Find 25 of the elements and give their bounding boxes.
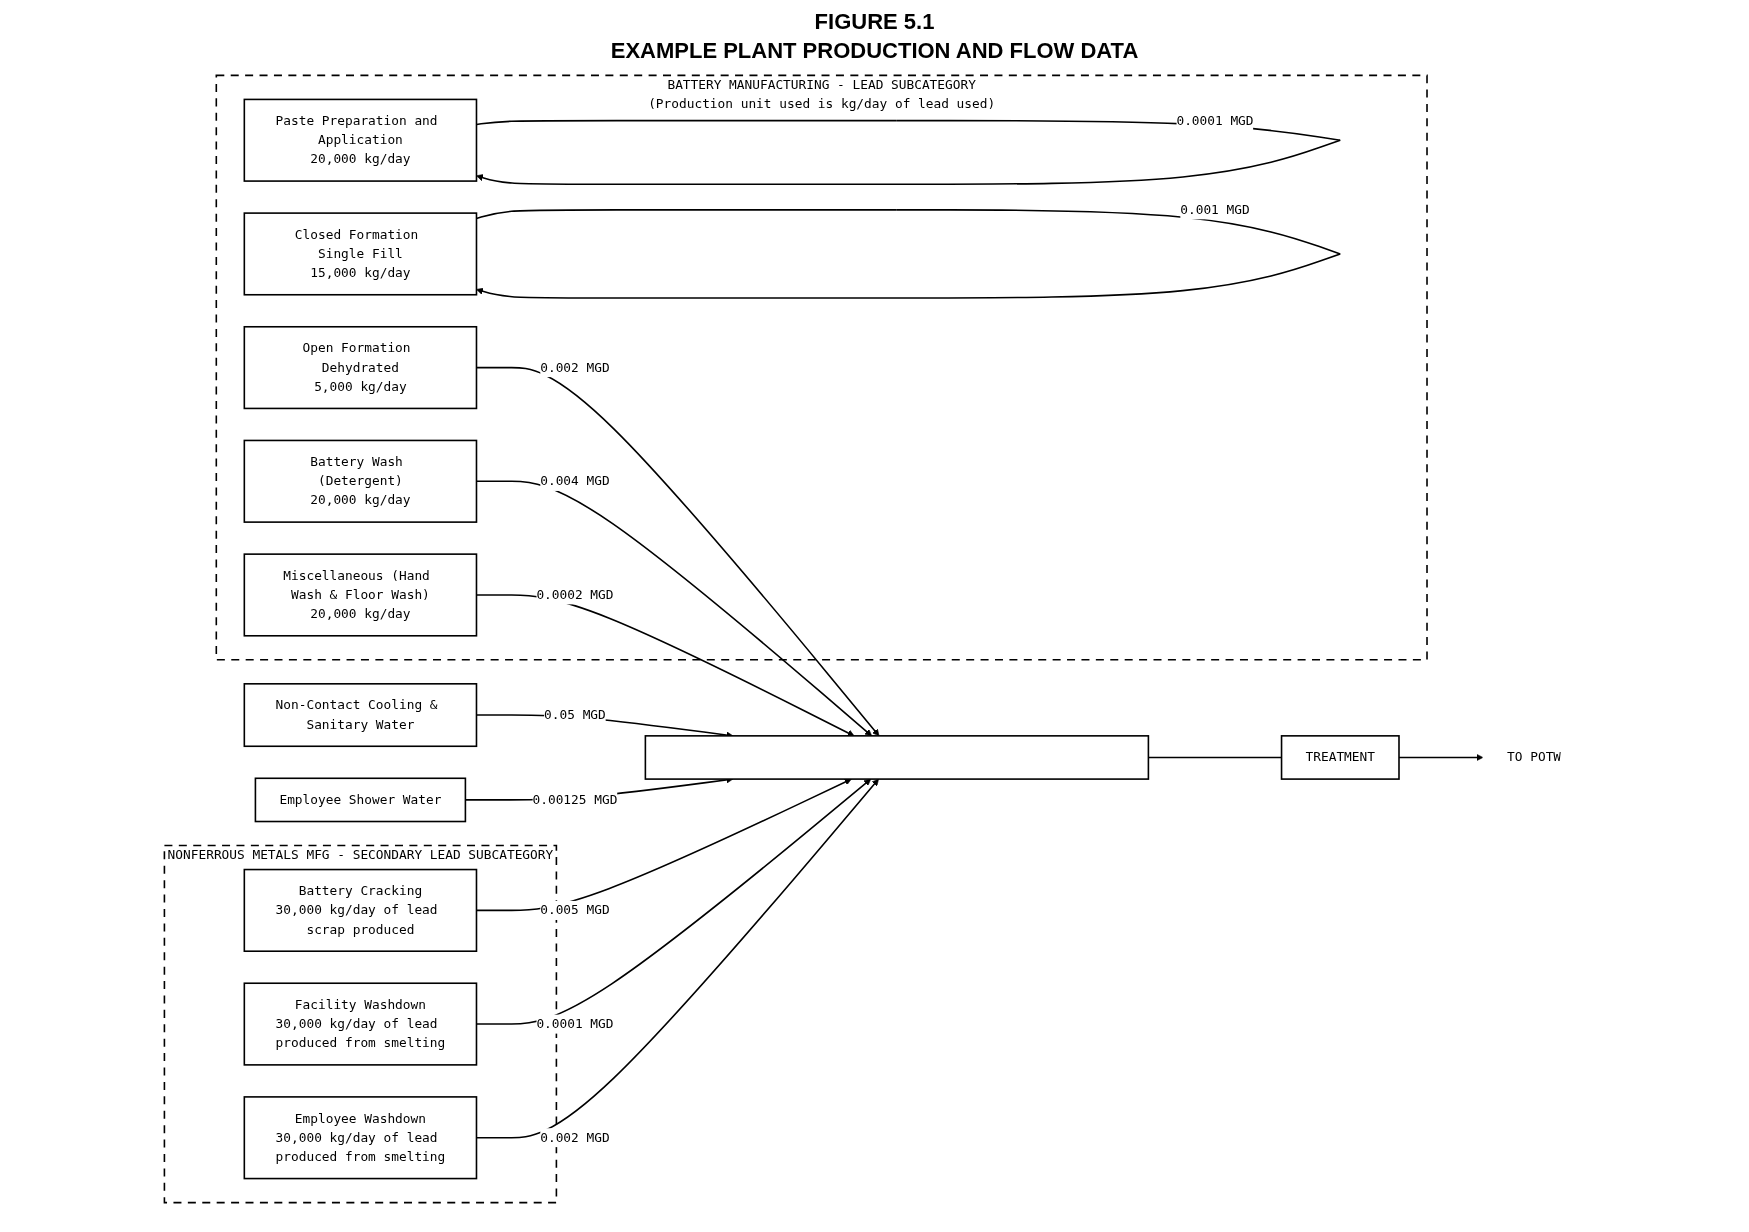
edge-label: 0.001 MGD (1180, 201, 1250, 218)
edge-label: 0.002 MGD (539, 359, 610, 375)
edge-label: 0.00125 MGD (532, 791, 618, 808)
node-box: Open Formation Dehydrated 5,000 kg/day (243, 325, 478, 410)
node-box: Non-Contact Cooling & Sanitary Water (243, 683, 478, 748)
node-box: Closed Formation Single Fill 15,000 kg/day (243, 212, 478, 296)
edge-label: 0.0001 MGD (536, 1016, 614, 1032)
node-box: Facility Washdown 30,000 kg/day of lead produced from smelting (243, 982, 478, 1066)
diagram-title: EXAMPLE PLANT PRODUCTION AND FLOW DATA (609, 38, 1140, 64)
edge-label: 0.05 MGD (543, 707, 606, 723)
node-bar (644, 735, 1149, 780)
node-box: Battery Cracking 30,000 kg/day of lead scrap produced (243, 868, 478, 952)
node-box: Battery Wash (Detergent) 20,000 kg/day (243, 439, 478, 523)
edge-label: 0.002 MGD (539, 1129, 610, 1145)
edge-label: 0.004 MGD (539, 473, 610, 489)
edge-label: 0.005 MGD (539, 902, 610, 918)
figure-number: FIGURE 5.1 (813, 9, 936, 35)
node-box: Employee Washdown 30,000 kg/day of lead produced from smelting (243, 1096, 478, 1180)
edge-label: 0.0002 MGD (536, 586, 614, 603)
node-box: TREATMENT (1280, 735, 1400, 780)
edge-label: 0.0001 MGD (1176, 112, 1254, 128)
node-text: TO POTW (1506, 749, 1561, 765)
node-box: Paste Preparation and Application 20,000 kg/day (243, 98, 478, 182)
node-box: Employee Shower Water (254, 777, 466, 823)
node-box: Miscellaneous (Hand Wash & Floor Wash) 20,000 kg/day (243, 553, 478, 637)
